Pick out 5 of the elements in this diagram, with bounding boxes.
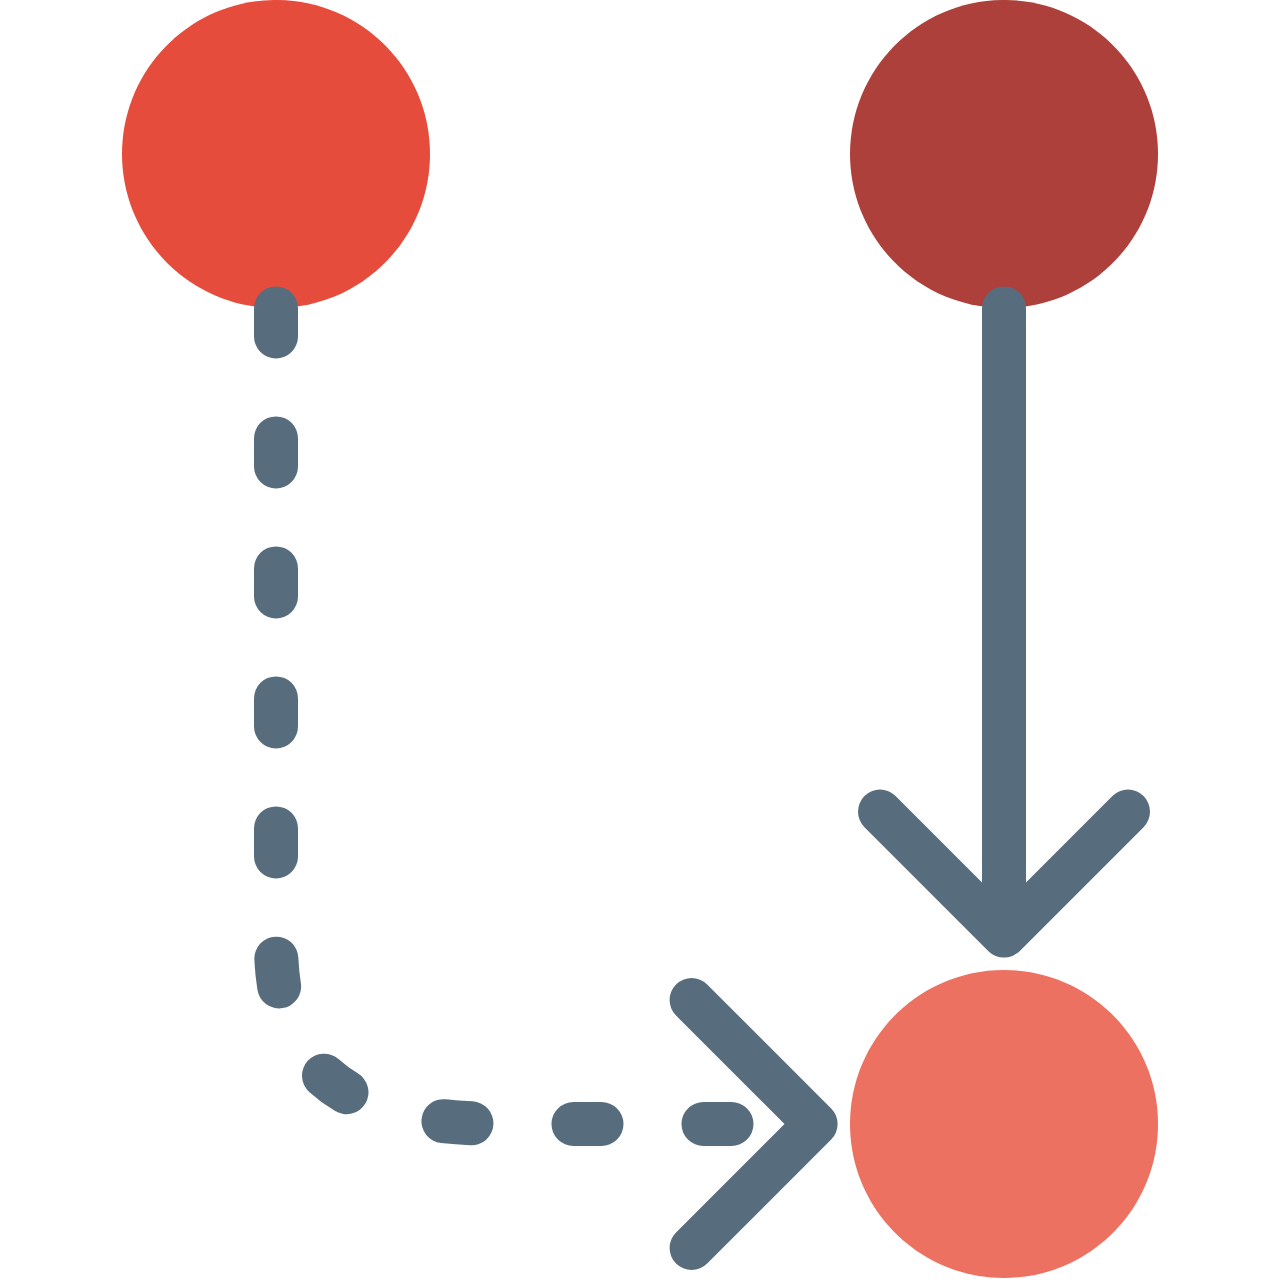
arrow [858, 286, 1150, 958]
circle-node [122, 0, 430, 308]
arrow [254, 286, 838, 1270]
circle-node [850, 970, 1158, 1278]
circle-node [850, 0, 1158, 308]
